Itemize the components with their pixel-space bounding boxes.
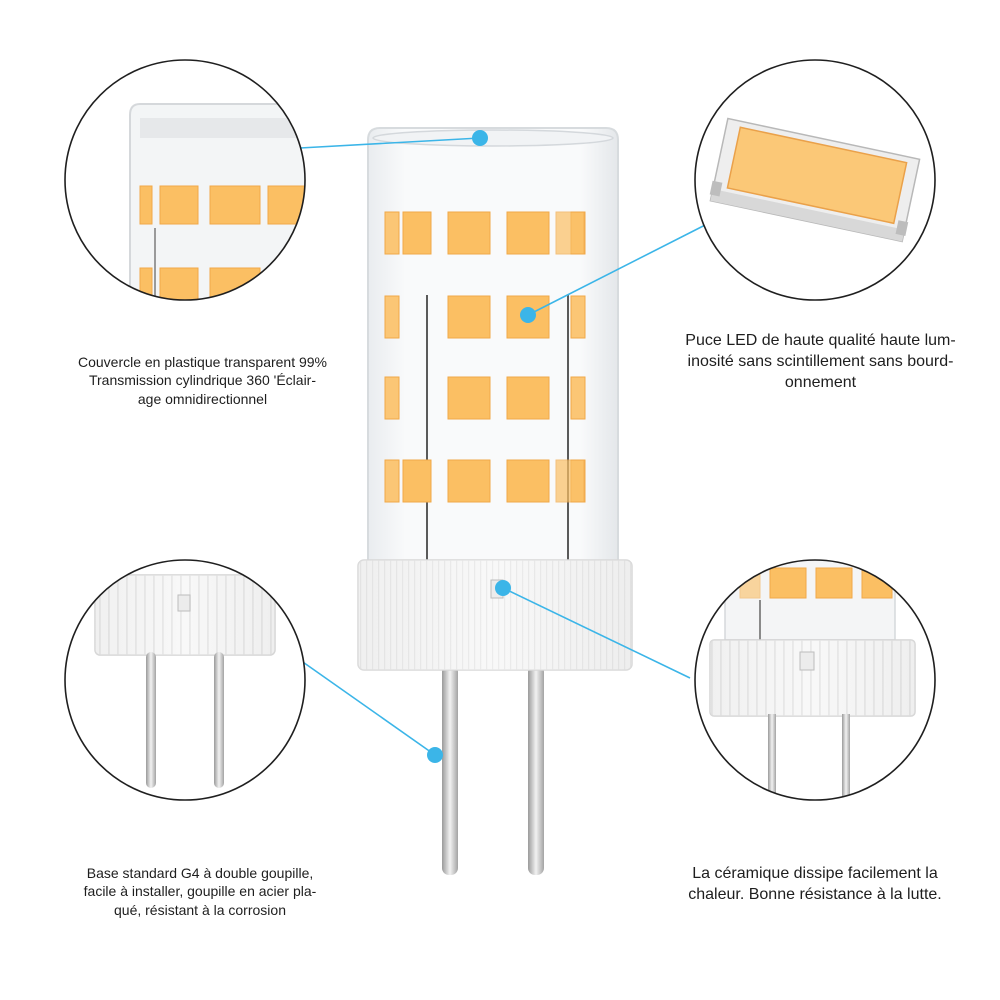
led-chip-caption-line: inosité sans scintillement sans bourd-	[687, 353, 954, 371]
led-chip-caption-line: onnement	[784, 374, 857, 392]
led-grid	[384, 211, 586, 503]
callout-lines	[299, 137, 716, 756]
led-chip-detail-circle	[694, 59, 936, 301]
pin-left	[442, 665, 458, 875]
cover-caption: Couvercle en plastique transparent 99% T…	[30, 353, 375, 408]
pin-base-caption-line: Base standard G4 à double goupille,	[86, 865, 314, 881]
pin-right	[528, 665, 544, 875]
ceramic-detail-circle	[694, 559, 936, 801]
cover-detail-circle	[64, 59, 306, 301]
led-chip-caption: Puce LED de haute qualité haute lum- ino…	[648, 330, 993, 393]
cover-caption-line: Couvercle en plastique transparent 99%	[77, 354, 328, 370]
callout-dots	[427, 130, 536, 763]
ceramic-caption: La céramique dissipe facilement la chale…	[640, 863, 990, 905]
pin-base-caption-line: facile à installer, goupille en acier pl…	[83, 883, 317, 900]
pin-base-caption-line: qué, résistant à la corrosion	[114, 901, 286, 918]
cover-caption-line: Transmission cylindrique 360 'Éclair-	[88, 372, 316, 389]
led-chip-caption-line: Puce LED de haute qualité haute lum-	[685, 332, 956, 349]
pin-base-detail-circle	[64, 559, 306, 801]
ceramic-caption-line: La céramique dissipe facilement la	[692, 865, 938, 882]
bulb-illustration	[357, 127, 633, 875]
cover-caption-line: age omnidirectionnel	[137, 390, 268, 407]
pin-base-caption: Base standard G4 à double goupille, faci…	[40, 864, 360, 919]
ceramic-caption-line: chaleur. Bonne résistance à la lutte.	[688, 886, 942, 904]
